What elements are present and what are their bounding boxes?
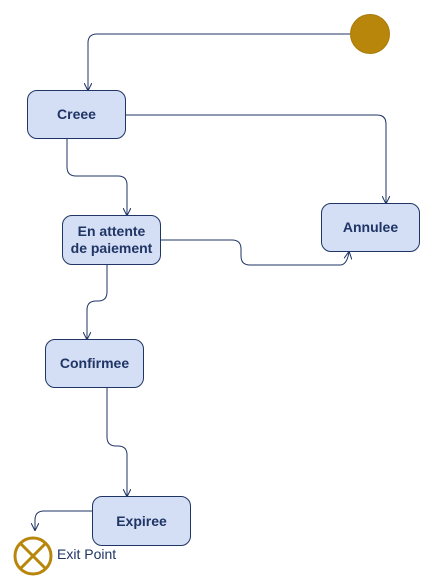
state-en-attente-label-line1: En attente [77,223,146,239]
edge-confirmee-to-expiree [106,388,127,496]
state-creee-label: Creee [57,106,96,122]
state-confirmee[interactable]: Confirmee [45,339,144,388]
edge-creee-to-en-attente [66,139,127,215]
state-en-attente-de-paiement[interactable]: En attente de paiement [62,215,161,265]
exit-point-label: Exit Point [57,546,117,562]
edge-expiree-to-exit [35,510,92,530]
edge-creee-to-annulee [126,114,386,203]
edge-en-attente-to-confirmee [87,265,108,339]
exit-point-icon[interactable] [13,536,53,576]
edge-start-to-creee [88,33,350,90]
state-confirmee-label: Confirmee [59,355,130,371]
state-expiree-label: Expiree [116,512,167,529]
state-creee[interactable]: Creee [27,90,126,139]
state-annulee-label: Annulee [342,219,399,235]
state-en-attente-label-line2: de paiement [70,240,153,256]
initial-node [350,14,390,54]
edge-en-attente-to-annulee [161,239,349,266]
state-expiree[interactable]: Expiree [92,496,191,546]
state-annulee[interactable]: Annulee [321,203,420,252]
